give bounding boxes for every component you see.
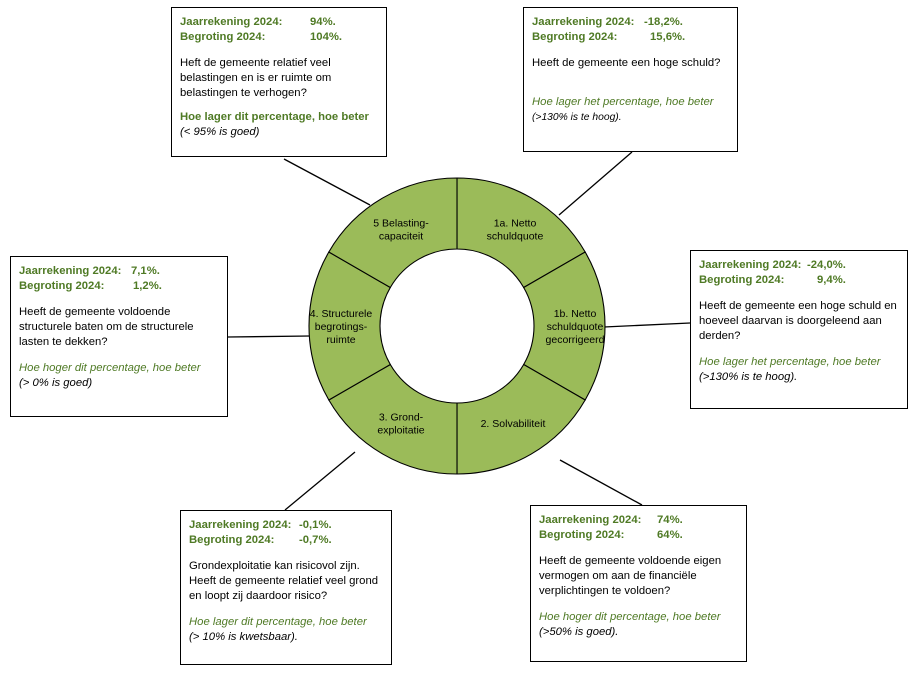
connector-solvabiliteit bbox=[559, 459, 643, 506]
box-grondexploitatie: Jaarrekening 2024: -0,1%. Begroting 2024:… bbox=[180, 510, 392, 665]
begr-value: -0,7%. bbox=[299, 534, 332, 546]
segment-label-5: 5 Belasting-capaciteit bbox=[373, 218, 429, 243]
question: Heeft de gemeente voldoende structurele … bbox=[19, 306, 194, 348]
jaar-value: -24,0%. bbox=[807, 259, 846, 271]
begr-value: 9,4%. bbox=[817, 274, 846, 286]
note: (>130% is te hoog). bbox=[699, 371, 798, 383]
question: Heeft de gemeente een hoge schuld? bbox=[532, 57, 721, 69]
begr-label: Begroting 2024: bbox=[532, 31, 618, 43]
box-structureel: Jaarrekening 2024: 7,1%. Begroting 2024: 1… bbox=[10, 256, 228, 417]
begr-label: Begroting 2024: bbox=[189, 534, 275, 546]
question: Heeft de gemeente voldoende eigen vermog… bbox=[539, 555, 722, 597]
jaar-label: Jaarrekening 2024: bbox=[699, 259, 802, 271]
hint: Hoe lager het percentage, hoe beter bbox=[532, 96, 714, 108]
jaar-value: 7,1%. bbox=[131, 265, 160, 277]
question: Heft de gemeente relatief veel belasting… bbox=[180, 57, 332, 99]
box-schuld-gecorrigeerd: Jaarrekening 2024: -24,0%. Begroting 2024… bbox=[690, 250, 908, 409]
note: (>130% is te hoog). bbox=[532, 112, 622, 123]
question: Grondexploitatie kan risicovol zijn. Hee… bbox=[189, 560, 379, 602]
connector-grond bbox=[284, 451, 356, 511]
begr-label: Begroting 2024: bbox=[699, 274, 785, 286]
begr-label: Begroting 2024: bbox=[19, 280, 105, 292]
box-belasting: Jaarrekening 2024: 94%. Begroting 2024: 10… bbox=[171, 7, 387, 157]
box-solvabiliteit: Jaarrekening 2024: 74%. Begroting 2024: 64… bbox=[530, 505, 747, 662]
segment-5 bbox=[328, 177, 458, 289]
begr-value: 104%. bbox=[310, 31, 343, 43]
jaar-label: Jaarrekening 2024: bbox=[19, 265, 122, 277]
hint: Hoe lager dit percentage, hoe beter bbox=[180, 111, 369, 123]
note: (< 95% is goed) bbox=[180, 126, 260, 138]
connector-structureel bbox=[227, 335, 311, 338]
question: Heeft de gemeente een hoge schuld en hoe… bbox=[699, 300, 897, 342]
jaar-value: 74%. bbox=[657, 514, 683, 526]
note: (> 10% is kwetsbaar). bbox=[189, 631, 298, 643]
jaar-value: -0,1%. bbox=[299, 519, 332, 531]
begr-value: 15,6%. bbox=[650, 31, 686, 43]
begr-label: Begroting 2024: bbox=[180, 31, 266, 43]
jaar-value: 94%. bbox=[310, 16, 336, 28]
jaar-label: Jaarrekening 2024: bbox=[180, 16, 283, 28]
connector-schuld bbox=[558, 151, 633, 216]
note: (>50% is goed). bbox=[539, 626, 619, 638]
hint: Hoe hoger dit percentage, hoe beter bbox=[539, 611, 721, 623]
hint: Hoe lager dit percentage, hoe beter bbox=[189, 616, 367, 628]
jaar-label: Jaarrekening 2024: bbox=[539, 514, 642, 526]
segment-label-2: 2. Solvabiliteit bbox=[481, 418, 546, 430]
hint: Hoe hoger dit percentage, hoe beter bbox=[19, 362, 201, 374]
box-schuld: Jaarrekening 2024: -18,2%. Begroting 2024… bbox=[523, 7, 738, 152]
jaar-label: Jaarrekening 2024: bbox=[532, 16, 635, 28]
begr-value: 1,2%. bbox=[133, 280, 162, 292]
segment-label-3: 3. Grond-exploitatie bbox=[377, 411, 424, 436]
jaar-label: Jaarrekening 2024: bbox=[189, 519, 292, 531]
connector-belasting bbox=[283, 158, 371, 206]
note: (> 0% is goed) bbox=[19, 377, 93, 389]
connector-schuld-gecorr bbox=[603, 322, 691, 328]
connector-lines bbox=[227, 151, 691, 511]
begr-value: 64%. bbox=[657, 529, 683, 541]
wheel-segments bbox=[308, 177, 606, 475]
begr-label: Begroting 2024: bbox=[539, 529, 625, 541]
jaar-value: -18,2%. bbox=[644, 16, 683, 28]
hint: Hoe lager het percentage, hoe beter bbox=[699, 356, 881, 368]
